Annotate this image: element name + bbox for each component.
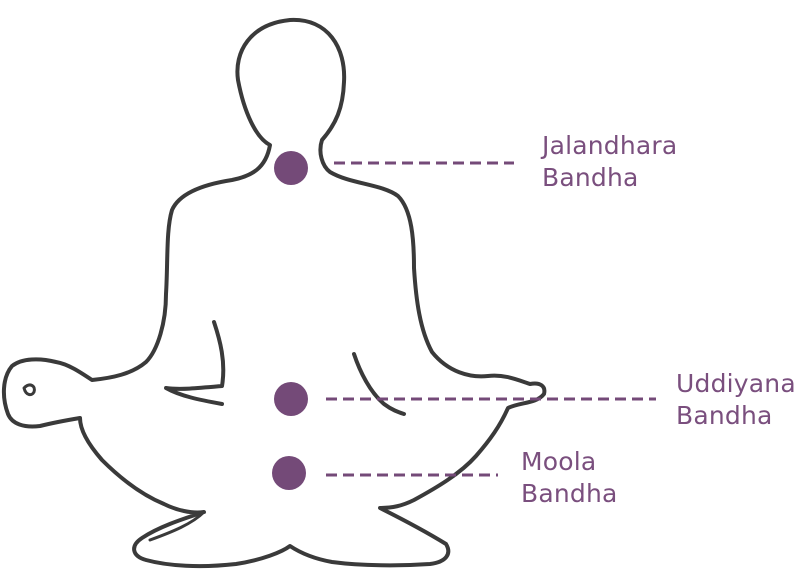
moola-label-line1: Moola (521, 447, 597, 476)
jalandhara-label-line2: Bandha (542, 163, 639, 192)
moola-label-line2: Bandha (521, 479, 618, 508)
left-leg-fold (148, 510, 206, 542)
bandha-points (272, 151, 308, 490)
jalandhara-label-line1: Jalandhara (542, 131, 678, 160)
uddiyana-label-line2: Bandha (676, 401, 773, 430)
uddiyana-bandha-label: Uddiyana Bandha (676, 368, 796, 432)
jalandhara-bandha-label: Jalandhara Bandha (542, 130, 677, 194)
moola-bandha-label: Moola Bandha (521, 446, 618, 510)
uddiyana-label-line1: Uddiyana (676, 369, 796, 398)
seated-figure-outline (1, 17, 547, 569)
left-thumb-outline (22, 383, 36, 397)
left-arm-inner-line (164, 320, 226, 406)
uddiyana-point (274, 382, 308, 416)
right-arm-inner-line (352, 352, 406, 416)
moola-point (272, 456, 306, 490)
jalandhara-point (274, 151, 308, 185)
leader-lines (326, 161, 656, 477)
body-outline (1, 17, 547, 569)
